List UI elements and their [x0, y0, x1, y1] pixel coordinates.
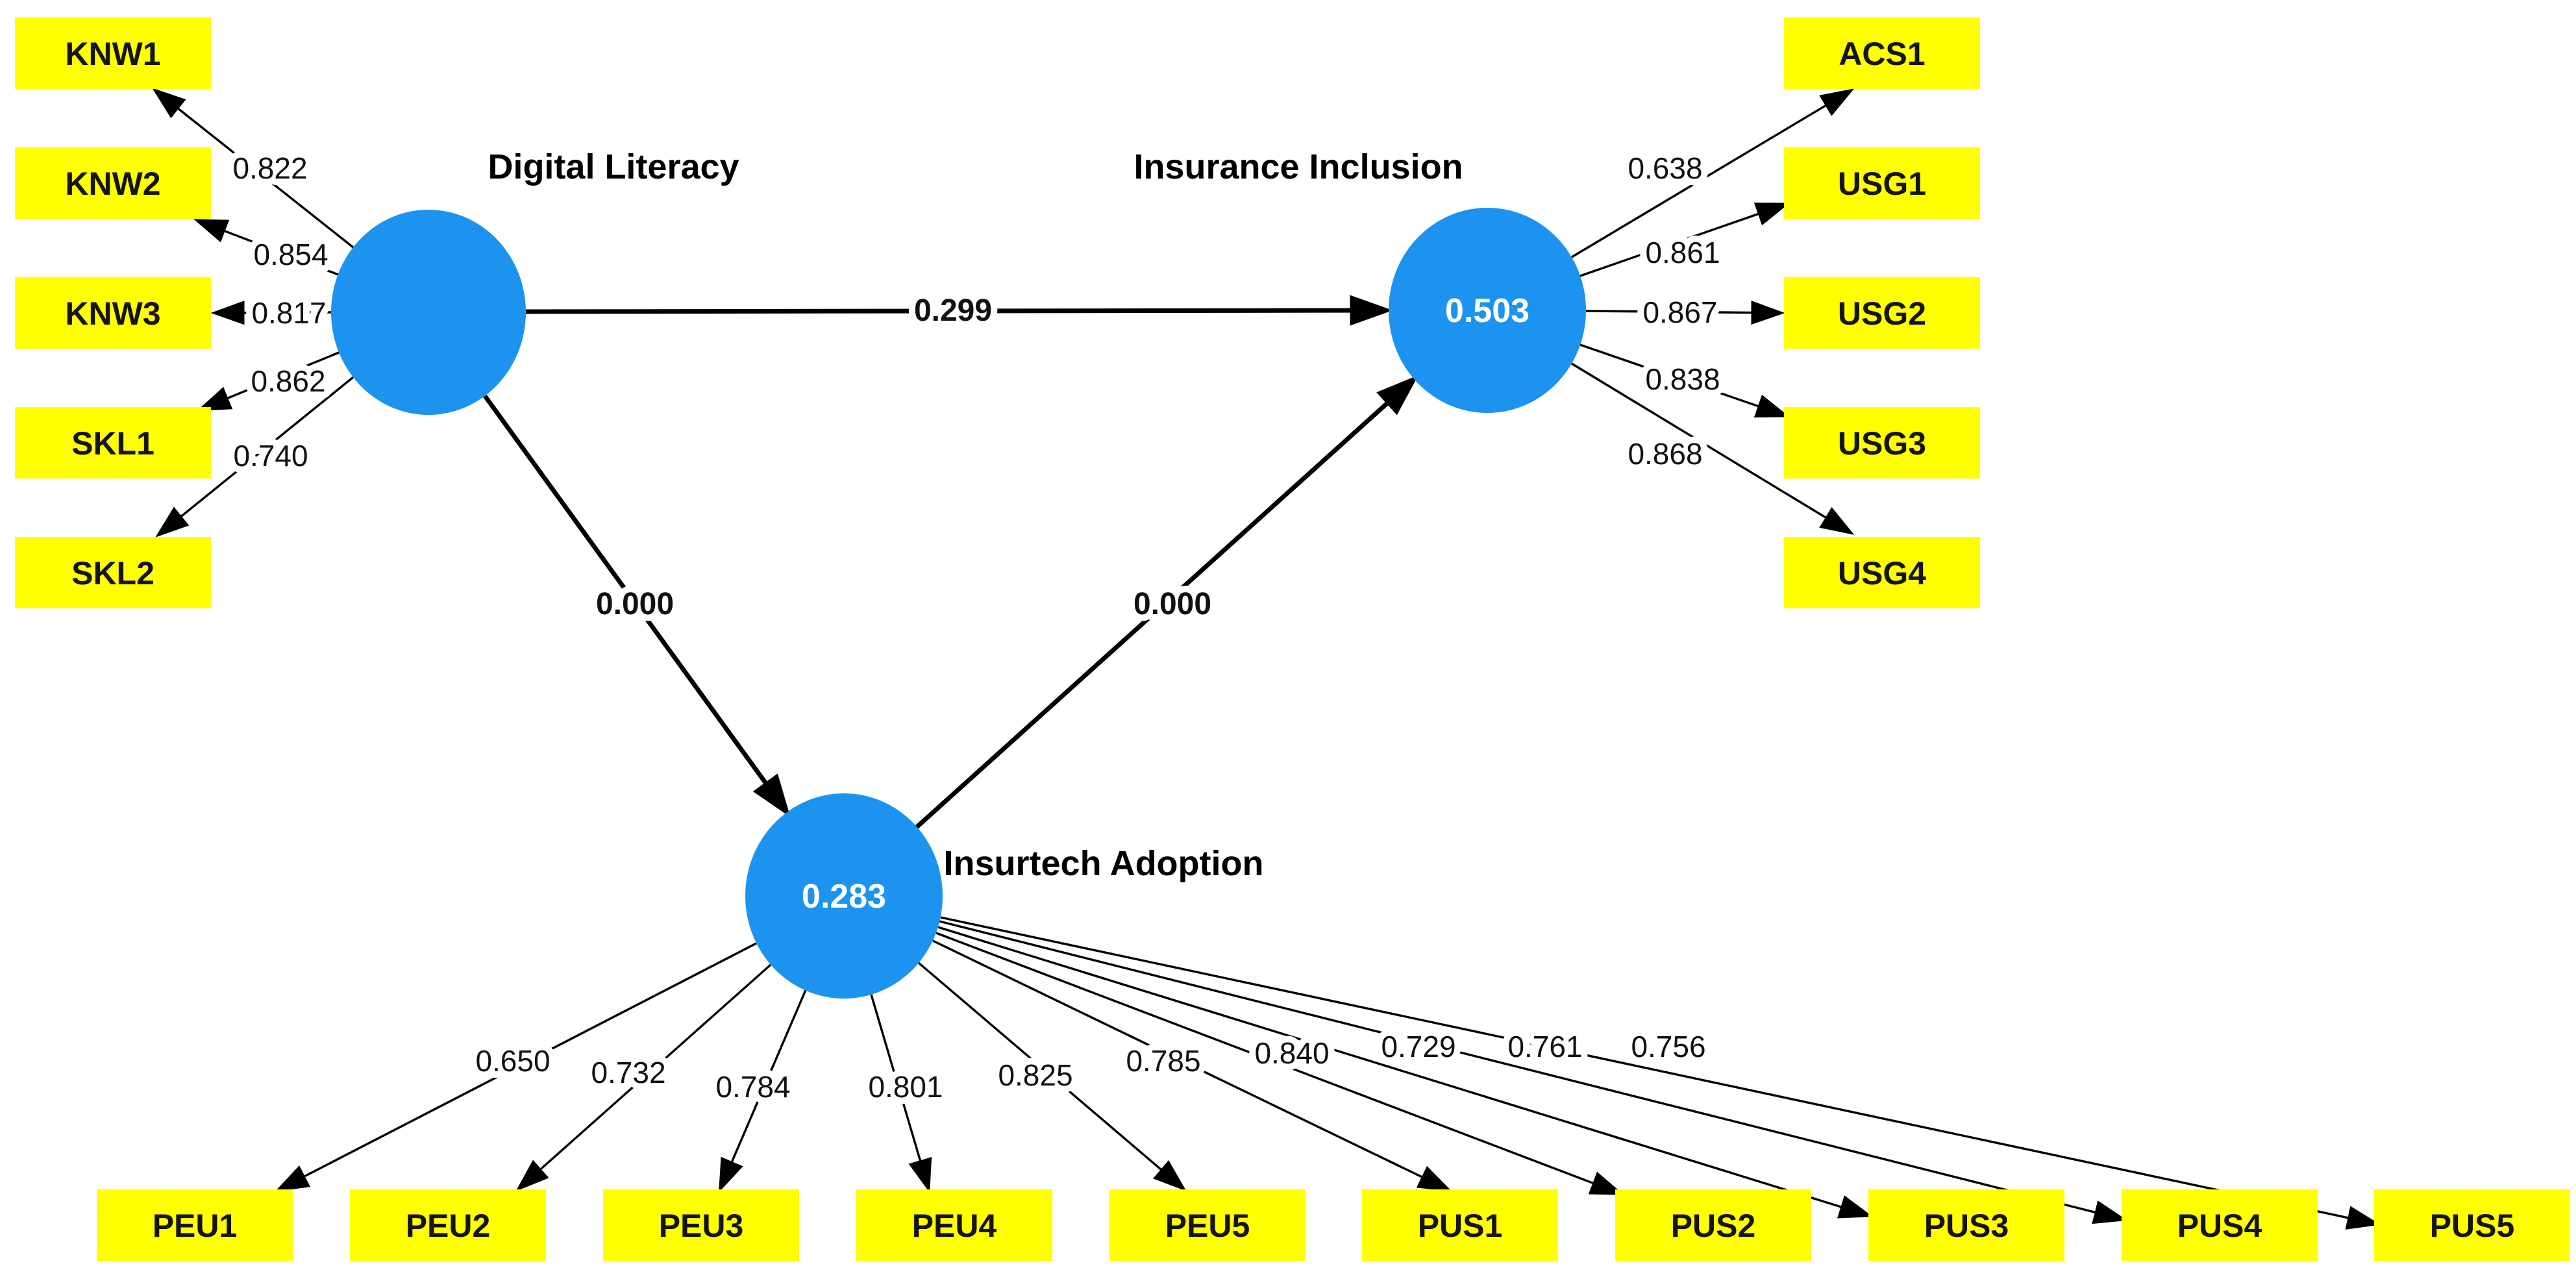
- loading-path-PUS1: [932, 939, 1452, 1192]
- indicator-label-USG4: USG4: [1838, 555, 1926, 591]
- loading-path-KNW2: [193, 219, 339, 276]
- construct-ellipse-digital-literacy: [331, 210, 526, 415]
- loading-path-KNW3: [210, 301, 332, 325]
- indicator-label-PUS3: PUS3: [1924, 1208, 2009, 1244]
- indicator-label-PEU1: PEU1: [153, 1208, 238, 1244]
- indicator-label-KNW1: KNW1: [65, 36, 160, 72]
- loading-path-SKL1: [197, 351, 340, 411]
- loading-path-USG1: [1579, 203, 1790, 277]
- indicator-label-PEU3: PEU3: [659, 1208, 744, 1244]
- loading-value-PUS1: 0.785: [1126, 1044, 1200, 1078]
- loading-path-PUS3: [937, 926, 1874, 1219]
- construct-ellipse-insurtech-adoption: [745, 793, 943, 999]
- loading-value-PUS5: 0.756: [1631, 1030, 1705, 1063]
- loading-path-KNW1: [152, 88, 354, 249]
- indicator-box-USG1: [1784, 147, 1980, 219]
- loading-path-ACS1: [1571, 88, 1855, 258]
- indicator-box-SKL2: [15, 537, 211, 608]
- loading-value-PEU4: 0.801: [868, 1070, 943, 1104]
- indicator-box-KNW3: [15, 277, 211, 349]
- labels-layer: 0.822 0.854 0.817 0.862 0.740 0.638 0.861 0.867…: [226, 145, 1726, 1110]
- loading-value-KNW3: 0.817: [251, 296, 326, 330]
- structural-path-digital-literacy-to-insurance-inclusion: [525, 295, 1393, 326]
- indicator-box-PUS1: [1362, 1189, 1558, 1261]
- construct-label-insurtech-adoption: Insurtech Adoption: [944, 844, 1264, 883]
- indicator-box-USG4: [1784, 537, 1980, 608]
- indicator-label-PEU4: PEU4: [912, 1208, 997, 1244]
- construct-label-insurance-inclusion: Insurance Inclusion: [1133, 147, 1463, 186]
- loading-value-USG4: 0.868: [1628, 437, 1702, 471]
- indicator-box-PUS3: [1868, 1189, 2064, 1261]
- indicator-box-PUS4: [2122, 1189, 2318, 1261]
- loading-value-PEU5: 0.825: [998, 1058, 1072, 1092]
- loading-path-PEU4: [870, 994, 932, 1193]
- indicator-box-PEU4: [856, 1189, 1052, 1261]
- indicator-label-USG2: USG2: [1838, 295, 1926, 332]
- loading-path-SKL2: [155, 376, 354, 538]
- indicator-box-PEU1: [97, 1189, 293, 1261]
- indicator-box-ACS1: [1784, 18, 1980, 89]
- loading-path-PUS4: [939, 920, 2128, 1224]
- construct-label-digital-literacy: Digital Literacy: [488, 147, 739, 186]
- construct-ellipse-insurance-inclusion: [1389, 208, 1586, 413]
- edges-layer: [152, 88, 2381, 1230]
- indicator-label-PEU5: PEU5: [1165, 1208, 1250, 1244]
- loading-value-PUS3: 0.729: [1381, 1030, 1455, 1063]
- indicator-box-KNW1: [15, 18, 211, 89]
- loading-value-PEU1: 0.650: [475, 1044, 550, 1078]
- loading-path-PUS5: [940, 916, 2381, 1230]
- indicator-label-SKL2: SKL2: [71, 555, 155, 591]
- indicator-box-PEU5: [1109, 1189, 1306, 1261]
- loading-value-PEU3: 0.784: [715, 1070, 790, 1104]
- indicator-label-USG3: USG3: [1838, 425, 1926, 462]
- indicator-box-PEU2: [350, 1189, 546, 1261]
- indicator-label-PEU2: PEU2: [406, 1208, 491, 1244]
- indicator-label-KNW2: KNW2: [65, 166, 160, 202]
- path-coefficient-digital-literacy-to-insurance-inclusion: 0.299: [914, 293, 992, 328]
- indicator-label-ACS1: ACS1: [1839, 36, 1925, 72]
- indicator-label-PUS4: PUS4: [2177, 1208, 2262, 1244]
- indicator-label-SKL1: SKL1: [71, 425, 155, 462]
- structural-path-digital-literacy-to-insurtech-adoption: [483, 394, 791, 817]
- structural-path-insurtech-adoption-to-insurance-inclusion: [915, 375, 1419, 829]
- indicator-label-PUS5: PUS5: [2430, 1208, 2515, 1244]
- path-coefficient-digital-literacy-to-insurtech-adoption: 0.000: [596, 587, 674, 621]
- indicator-box-USG3: [1784, 407, 1980, 478]
- loading-value-USG3: 0.838: [1645, 362, 1720, 396]
- loading-path-PEU3: [719, 989, 807, 1193]
- loading-path-USG3: [1579, 343, 1790, 418]
- loading-value-SKL1: 0.862: [251, 364, 325, 398]
- loading-path-PUS2: [935, 932, 1624, 1195]
- loading-path-USG4: [1571, 362, 1855, 535]
- loading-path-PEU1: [275, 942, 757, 1192]
- loading-path-USG2: [1585, 300, 1785, 325]
- indicator-box-SKL1: [15, 407, 211, 478]
- loading-value-PEU2: 0.732: [591, 1056, 665, 1089]
- loading-value-KNW1: 0.822: [232, 151, 307, 185]
- loading-path-PEU5: [917, 962, 1187, 1191]
- indicator-label-PUS1: PUS1: [1418, 1208, 1503, 1244]
- indicator-label-KNW3: KNW3: [65, 295, 160, 332]
- construct-r2-insurance-inclusion: 0.503: [1445, 292, 1530, 330]
- loading-value-PUS4: 0.761: [1507, 1030, 1582, 1063]
- construct-r2-insurtech-adoption: 0.283: [802, 878, 886, 915]
- loading-value-SKL2: 0.740: [233, 439, 308, 473]
- indicator-label-USG1: USG1: [1838, 166, 1926, 202]
- loading-value-PUS2: 0.840: [1254, 1036, 1329, 1070]
- indicator-box-USG2: [1784, 277, 1980, 349]
- indicator-label-PUS2: PUS2: [1671, 1208, 1756, 1244]
- indicator-box-KNW2: [15, 147, 211, 219]
- indicator-box-PUS5: [2374, 1189, 2570, 1261]
- path-coefficient-insurtech-adoption-to-insurance-inclusion: 0.000: [1133, 587, 1211, 621]
- loading-value-USG1: 0.861: [1645, 236, 1720, 269]
- indicator-box-PUS2: [1615, 1189, 1811, 1261]
- loading-value-ACS1: 0.638: [1628, 151, 1702, 185]
- indicator-box-PEU3: [603, 1189, 799, 1261]
- loading-value-KNW2: 0.854: [253, 238, 328, 271]
- loading-value-USG2: 0.867: [1642, 295, 1717, 329]
- loading-path-PEU2: [515, 963, 772, 1191]
